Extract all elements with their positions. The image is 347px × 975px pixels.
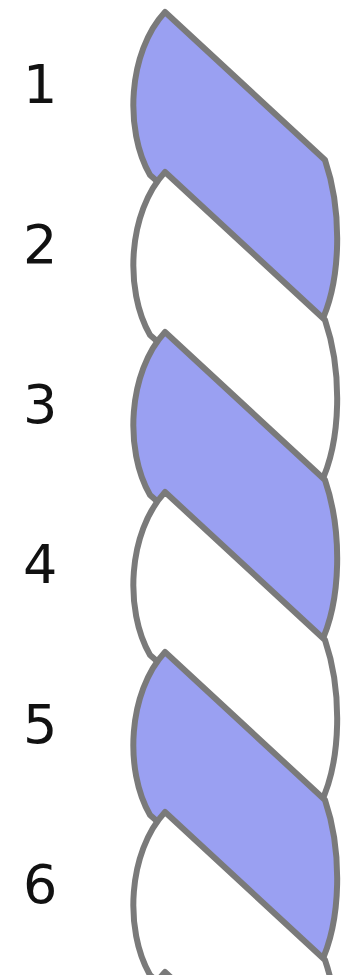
callout-number: 2 [23,218,57,272]
rope-strand [133,972,337,975]
rope-strand [133,812,337,975]
callout-number: 4 [23,538,57,592]
callout-number: 3 [23,378,57,432]
callout-number: 1 [23,58,57,112]
callout-number: 5 [23,698,57,752]
callout-number: 6 [23,858,57,912]
